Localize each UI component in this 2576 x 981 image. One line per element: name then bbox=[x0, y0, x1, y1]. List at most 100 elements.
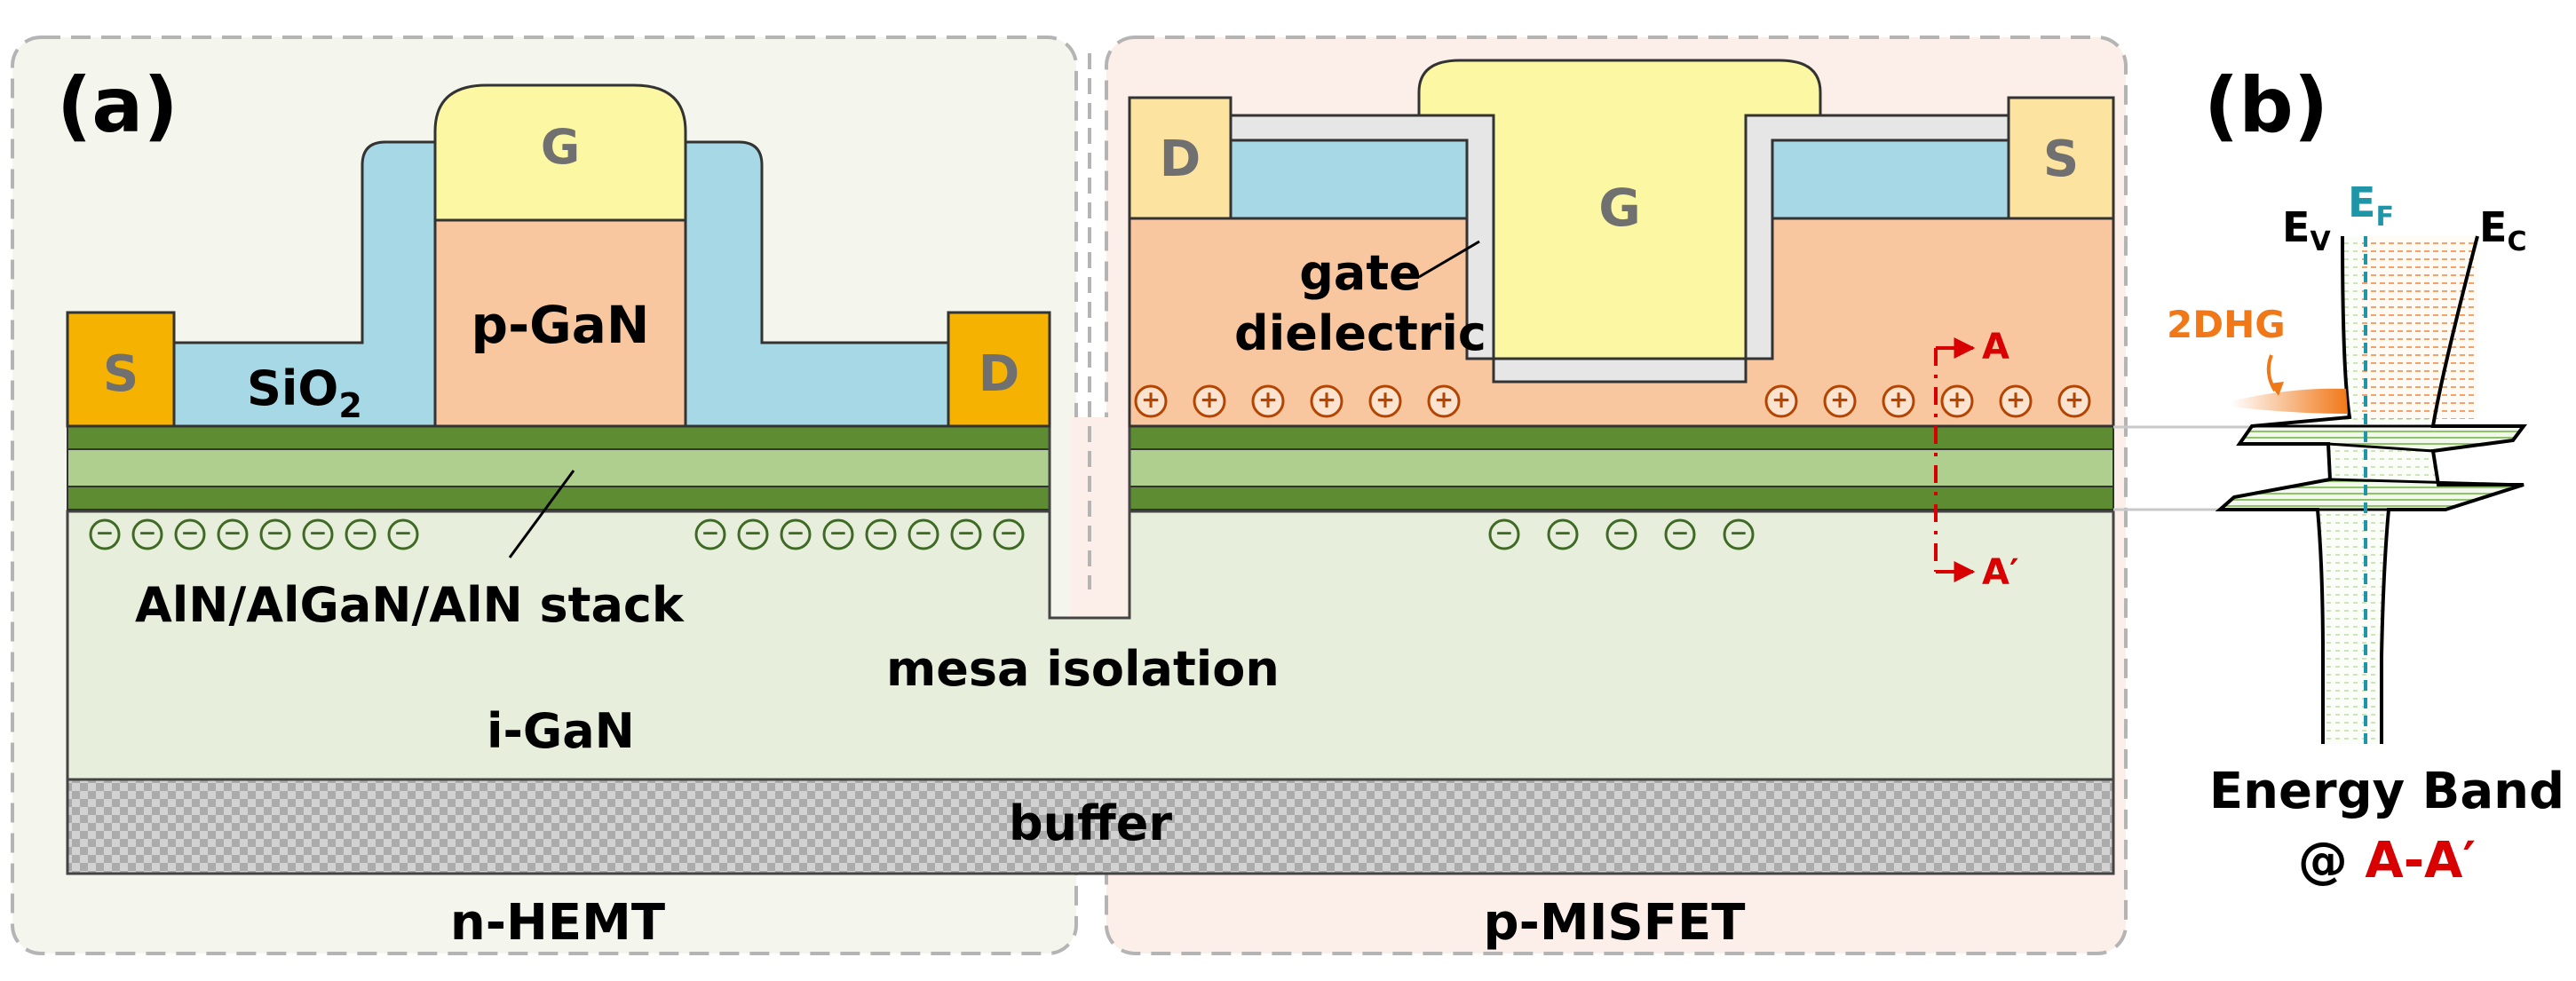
panel-a-tag: (a) bbox=[57, 61, 178, 150]
electron-symbol: − bbox=[217, 518, 249, 550]
svg-text:−: − bbox=[957, 520, 976, 546]
conduction-band-edge bbox=[2380, 235, 2527, 744]
electron-symbol: − bbox=[694, 518, 726, 550]
p-gan-cap bbox=[433, 218, 687, 428]
svg-text:−: − bbox=[224, 520, 242, 546]
misfet-sio2-left bbox=[1229, 138, 1495, 220]
hole-symbol: + bbox=[1368, 384, 1402, 418]
electron-symbol: − bbox=[1723, 518, 1755, 550]
electron-symbols: −−−−−−−−−−−−−−−−−−−−− bbox=[89, 518, 1755, 550]
hole-symbol: + bbox=[1193, 384, 1226, 418]
hole-symbol: + bbox=[1823, 384, 1857, 418]
cut-line-a-a-prime bbox=[1934, 337, 1976, 582]
svg-text:−: − bbox=[1495, 520, 1514, 546]
svg-text:−: − bbox=[915, 520, 933, 546]
hemt-drain-label: D bbox=[979, 345, 1019, 403]
svg-text:−: − bbox=[872, 520, 891, 546]
ev-label: EV bbox=[2282, 203, 2331, 257]
svg-text:−: − bbox=[1613, 520, 1631, 546]
electron-symbol: − bbox=[1488, 518, 1520, 550]
hemt-gate-electrode bbox=[433, 83, 687, 222]
stack-label: AlN/AlGaN/AlN stack bbox=[135, 577, 685, 633]
svg-text:−: − bbox=[181, 520, 200, 546]
hole-symbol: + bbox=[1764, 384, 1798, 418]
svg-text:−: − bbox=[744, 520, 763, 546]
hole-symbol: + bbox=[1134, 384, 1168, 418]
svg-text:+: + bbox=[2006, 387, 2025, 414]
valence-band-edge bbox=[2215, 235, 2352, 744]
hemt-drain-contact bbox=[947, 311, 1051, 428]
n-hemt-label: n-HEMT bbox=[450, 894, 665, 952]
svg-text:−: − bbox=[309, 520, 328, 546]
hemt-source-contact bbox=[66, 311, 176, 428]
electron-symbol: − bbox=[89, 518, 121, 550]
gate-dielectric-label-line1: gate bbox=[1299, 245, 1422, 301]
svg-text:+: + bbox=[1830, 387, 1850, 414]
dielectric-leader-line bbox=[1418, 240, 1480, 279]
svg-text:+: + bbox=[1200, 387, 1219, 414]
p-misfet-device bbox=[1128, 59, 2115, 428]
i-gan-label: i-GaN bbox=[487, 703, 635, 759]
electron-symbol: − bbox=[345, 518, 376, 550]
hole-symbol: + bbox=[2057, 384, 2091, 418]
misfet-sio2-right bbox=[1744, 138, 2010, 220]
svg-text:−: − bbox=[701, 520, 720, 546]
n-hemt-device bbox=[66, 83, 1051, 428]
misfet-gate-label: G bbox=[1598, 178, 1641, 238]
svg-text:+: + bbox=[1375, 387, 1395, 414]
svg-text:+: + bbox=[1889, 387, 1908, 414]
svg-text:−: − bbox=[1671, 520, 1690, 546]
p-gan-label: p-GaN bbox=[472, 295, 650, 355]
svg-text:−: − bbox=[139, 520, 157, 546]
2dhg-label: 2DHG bbox=[2167, 303, 2286, 346]
buffer-layer bbox=[66, 778, 2115, 875]
hole-symbol: + bbox=[1882, 384, 1915, 418]
electron-symbol: − bbox=[865, 518, 897, 550]
hole-symbols: ++++++++++++ bbox=[1134, 384, 2091, 418]
misfet-source-contact bbox=[2007, 96, 2115, 220]
cut-label-a-prime: A′ bbox=[1982, 552, 2019, 593]
hole-symbol: + bbox=[1940, 384, 1974, 418]
cut-label-a: A bbox=[1982, 327, 2009, 368]
svg-text:−: − bbox=[1730, 520, 1748, 546]
misfet-gate-electrode bbox=[1417, 59, 1822, 360]
svg-text:−: − bbox=[1000, 520, 1019, 546]
hole-symbol: + bbox=[1251, 384, 1285, 418]
electron-symbol: − bbox=[387, 518, 419, 550]
sio2-label: SiO2 bbox=[247, 360, 362, 425]
electron-symbol: − bbox=[822, 518, 854, 550]
energy-band-caption: Energy Band bbox=[2209, 763, 2564, 820]
mesa-isolation-label: mesa isolation bbox=[886, 641, 1280, 697]
electron-symbol: − bbox=[993, 518, 1025, 550]
hole-symbol: + bbox=[1999, 384, 2033, 418]
svg-text:−: − bbox=[787, 520, 805, 546]
energy-band-cut-caption: @ A-A′ bbox=[2298, 832, 2476, 890]
misfet-drain-contact bbox=[1128, 96, 1233, 220]
ec-label: EC bbox=[2479, 203, 2526, 257]
electron-symbol: − bbox=[1664, 518, 1696, 550]
svg-text:+: + bbox=[1434, 387, 1454, 414]
hemt-gate-label: G bbox=[541, 119, 580, 175]
electron-symbol: − bbox=[302, 518, 334, 550]
p-misfet-label: p-MISFET bbox=[1484, 894, 1746, 952]
electron-symbol: − bbox=[131, 518, 163, 550]
energy-band-diagram bbox=[2215, 235, 2527, 744]
2dhg-spike bbox=[2231, 388, 2348, 414]
electron-symbol: − bbox=[908, 518, 939, 550]
svg-text:−: − bbox=[394, 520, 413, 546]
panel-b-tag: (b) bbox=[2204, 61, 2328, 150]
svg-text:+: + bbox=[1771, 387, 1791, 414]
electron-symbol: − bbox=[1605, 518, 1637, 550]
electron-symbol: − bbox=[1547, 518, 1579, 550]
hemt-source-label: S bbox=[103, 345, 139, 403]
misfet-source-label: S bbox=[2043, 131, 2079, 188]
electron-symbol: − bbox=[780, 518, 812, 550]
electron-symbol: − bbox=[174, 518, 206, 550]
gate-dielectric-label-line2: dielectric bbox=[1234, 305, 1486, 361]
svg-text:+: + bbox=[1947, 387, 1967, 414]
buffer-label: buffer bbox=[1009, 795, 1172, 851]
electron-symbol: − bbox=[259, 518, 291, 550]
svg-text:−: − bbox=[352, 520, 370, 546]
electron-symbol: − bbox=[950, 518, 982, 550]
